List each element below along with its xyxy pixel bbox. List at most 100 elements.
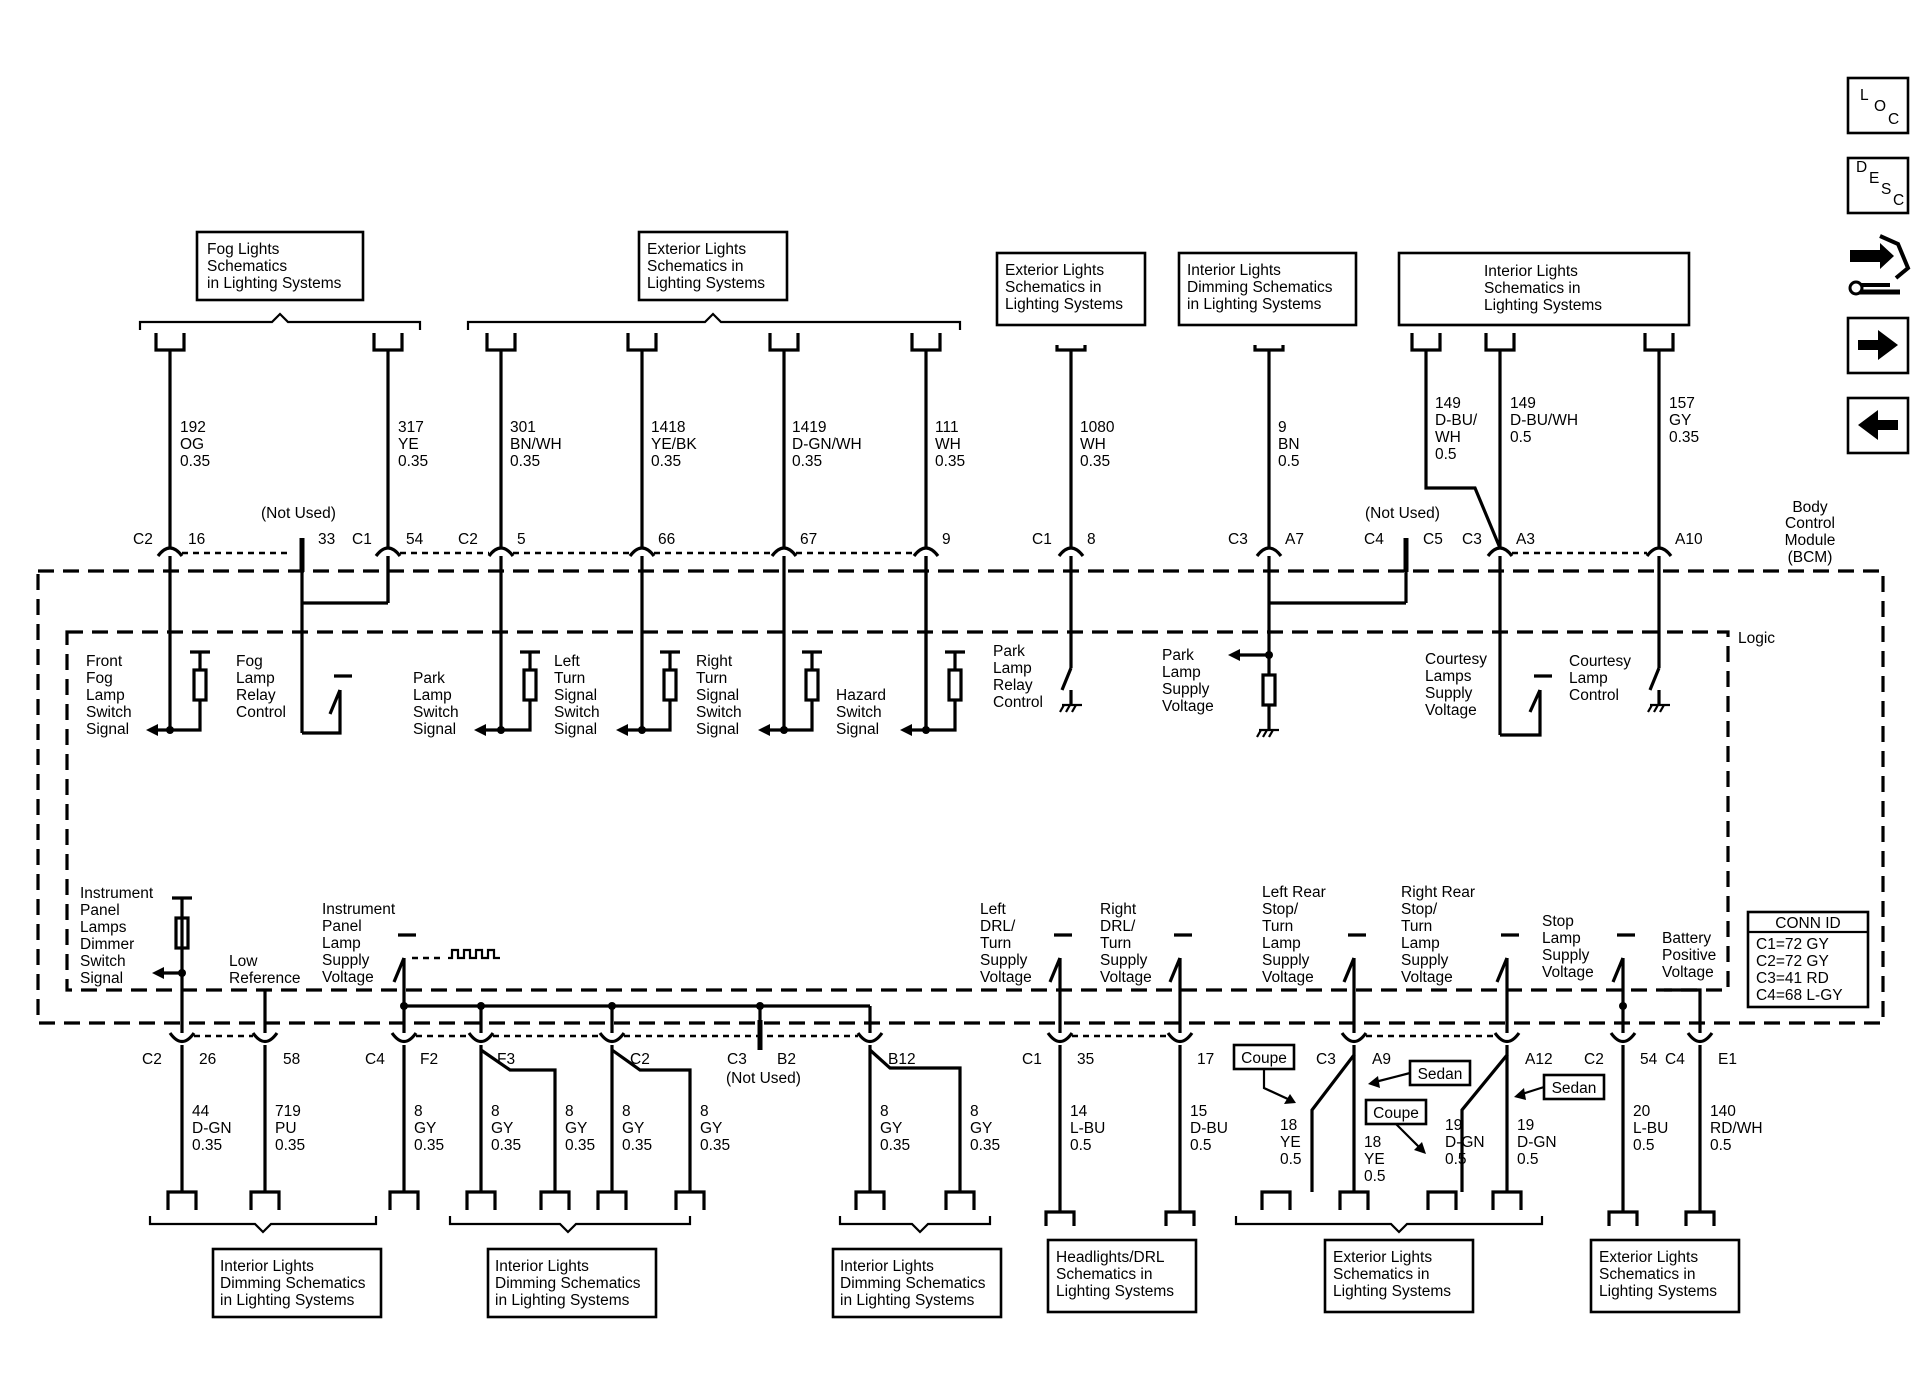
svg-text:Exterior Lights: Exterior Lights — [1599, 1249, 1698, 1266]
next-page-button[interactable] — [1846, 316, 1910, 375]
variant-coupe-2: Coupe — [1364, 1098, 1428, 1154]
svg-text:Supply: Supply — [1162, 681, 1210, 698]
svg-text:Lighting Systems: Lighting Systems — [1005, 296, 1123, 313]
ref-interior-lights-schematics[interactable]: Interior Lights Schematics in Lighting S… — [1397, 251, 1691, 327]
ref-bottom-dimming-2[interactable]: Interior Lights Dimming Schematics in Li… — [486, 1247, 658, 1319]
bottom-wires — [180, 1045, 1702, 1212]
svg-text:Lighting Systems: Lighting Systems — [1599, 1283, 1717, 1300]
svg-text:C1: C1 — [1032, 531, 1052, 548]
svg-text:Sedan: Sedan — [1552, 1080, 1597, 1097]
svg-text:0.35: 0.35 — [622, 1137, 652, 1154]
svg-text:Interior Lights: Interior Lights — [840, 1258, 934, 1275]
svg-text:Interior Lights: Interior Lights — [495, 1258, 589, 1275]
svg-text:Switch: Switch — [80, 953, 126, 970]
svg-text:C2: C2 — [142, 1051, 162, 1068]
svg-text:GY: GY — [880, 1120, 902, 1137]
prev-page-button[interactable] — [1846, 396, 1910, 455]
svg-text:Relay: Relay — [993, 677, 1033, 694]
ref-bottom-dimming-3[interactable]: Interior Lights Dimming Schematics in Li… — [831, 1247, 1003, 1319]
svg-text:Turn: Turn — [980, 935, 1011, 952]
svg-text:Headlights/DRL: Headlights/DRL — [1056, 1249, 1165, 1266]
bcm-label: Body Control Module (BCM) — [1785, 499, 1836, 566]
svg-text:0.5: 0.5 — [1435, 446, 1457, 463]
svg-text:Turn: Turn — [554, 670, 585, 687]
ref-fog-lights-schematics[interactable]: Fog Lights Schematics in Lighting System… — [195, 230, 365, 302]
svg-text:Exterior Lights: Exterior Lights — [647, 241, 746, 258]
variant-sedan-1: Sedan — [1368, 1059, 1472, 1088]
svg-text:Turn: Turn — [1100, 935, 1131, 952]
svg-text:Lamps: Lamps — [80, 919, 127, 936]
logic-label-left-rear: Left Rear Stop/ Turn Lamp Supply Voltage — [1262, 884, 1326, 986]
circuit-front-fog — [146, 556, 210, 736]
svg-text:GY: GY — [414, 1120, 436, 1137]
svg-text:Voltage: Voltage — [1100, 969, 1152, 986]
svg-text:0.35: 0.35 — [192, 1137, 222, 1154]
svg-text:Coupe: Coupe — [1241, 1050, 1287, 1067]
svg-text:Schematics in: Schematics in — [1599, 1266, 1695, 1283]
ref-exterior-lights-schematics-2[interactable]: Exterior Lights Schematics in Lighting S… — [995, 251, 1147, 327]
svg-text:0.35: 0.35 — [1080, 453, 1110, 470]
ref-bottom-exterior-2[interactable]: Exterior Lights Schematics in Lighting S… — [1589, 1238, 1741, 1314]
svg-text:0.35: 0.35 — [414, 1137, 444, 1154]
svg-text:D-BU: D-BU — [1190, 1120, 1228, 1137]
svg-text:Control: Control — [993, 694, 1043, 711]
svg-text:GY: GY — [622, 1120, 644, 1137]
svg-text:Interior Lights: Interior Lights — [1187, 262, 1281, 279]
svg-text:8: 8 — [700, 1103, 709, 1120]
svg-text:0.5: 0.5 — [1070, 1137, 1092, 1154]
svg-text:0.5: 0.5 — [1710, 1137, 1732, 1154]
svg-text:Right Rear: Right Rear — [1401, 884, 1475, 901]
ref-exterior-lights-schematics-1[interactable]: Exterior Lights Schematics in Lighting S… — [637, 230, 789, 302]
logic-label-right-turn: Right Turn Signal Switch Signal — [696, 653, 742, 738]
logic-label-park-supply: Park Lamp Supply Voltage — [1162, 647, 1214, 715]
ref-interior-dimming-schematics[interactable]: Interior Lights Dimming Schematics in Li… — [1177, 251, 1358, 327]
svg-text:Control: Control — [1569, 687, 1619, 704]
svg-text:20: 20 — [1633, 1103, 1651, 1120]
svg-text:in Lighting Systems: in Lighting Systems — [495, 1292, 630, 1309]
svg-text:0.35: 0.35 — [880, 1137, 910, 1154]
svg-text:A7: A7 — [1285, 531, 1304, 548]
svg-text:Switch: Switch — [696, 704, 742, 721]
svg-text:Turn: Turn — [1401, 918, 1432, 935]
svg-text:Voltage: Voltage — [1162, 698, 1214, 715]
svg-text:(Not Used): (Not Used) — [1365, 505, 1440, 522]
svg-text:8: 8 — [970, 1103, 979, 1120]
logic-label-park-switch: Park Lamp Switch Signal — [413, 670, 459, 738]
svg-text:GY: GY — [491, 1120, 513, 1137]
svg-text:C2: C2 — [630, 1051, 650, 1068]
svg-text:Interior Lights: Interior Lights — [1484, 263, 1578, 280]
svg-text:E1: E1 — [1718, 1051, 1737, 1068]
brace-bottom-1 — [148, 1216, 378, 1234]
svg-text:in Lighting Systems: in Lighting Systems — [207, 275, 342, 292]
connector-end-view-icon[interactable] — [1848, 234, 1911, 296]
circuit-ip-supply — [392, 933, 872, 1033]
ref-bottom-exterior-1[interactable]: Exterior Lights Schematics in Lighting S… — [1323, 1238, 1475, 1314]
svg-text:0.5: 0.5 — [1280, 1151, 1302, 1168]
svg-text:Supply: Supply — [980, 952, 1028, 969]
svg-text:D-GN: D-GN — [1445, 1134, 1485, 1151]
svg-text:Schematics: Schematics — [207, 258, 287, 275]
brace-fog — [138, 312, 422, 330]
ref-bottom-dimming-1[interactable]: Interior Lights Dimming Schematics in Li… — [211, 1247, 383, 1319]
svg-text:Lamp: Lamp — [413, 687, 452, 704]
svg-text:Reference: Reference — [229, 970, 301, 987]
svg-text:B2: B2 — [777, 1051, 796, 1068]
svg-text:YE: YE — [1280, 1134, 1301, 1151]
svg-text:Supply: Supply — [1100, 952, 1148, 969]
svg-text:Stop/: Stop/ — [1262, 901, 1299, 918]
svg-text:Dimmer: Dimmer — [80, 936, 134, 953]
svg-text:Signal: Signal — [554, 721, 597, 738]
svg-text:Lamp: Lamp — [236, 670, 275, 687]
circuit-park-relay — [1059, 556, 1082, 713]
svg-text:15: 15 — [1190, 1103, 1207, 1120]
svg-text:16: 16 — [188, 531, 205, 548]
svg-text:Lamp: Lamp — [1542, 930, 1581, 947]
nav-desc-button[interactable]: D E S C — [1846, 156, 1910, 215]
circuit-courtesy-control — [1647, 556, 1670, 713]
svg-text:17: 17 — [1197, 1051, 1214, 1068]
logic-label-left-drl: Left DRL/ Turn Supply Voltage — [980, 901, 1032, 986]
ref-bottom-headlights-drl[interactable]: Headlights/DRL Schematics in Lighting Sy… — [1046, 1238, 1198, 1314]
svg-text:Stop/: Stop/ — [1401, 901, 1438, 918]
nav-loc-button[interactable]: L O C — [1846, 76, 1910, 135]
